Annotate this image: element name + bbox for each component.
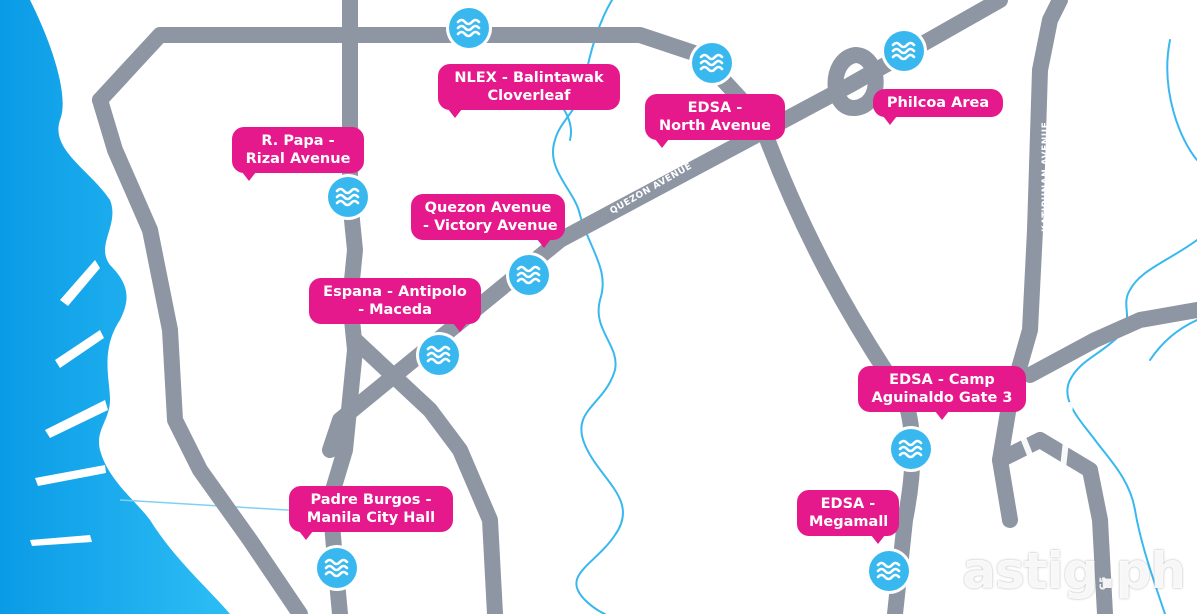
callout-line: Espana - Antipolo	[323, 284, 467, 300]
river	[1166, 39, 1197, 161]
callout-line: Philcoa Area	[886, 95, 990, 111]
water-waves-icon[interactable]	[888, 426, 934, 472]
callout-line: Rizal Avenue	[245, 151, 351, 167]
location-callout-nlex-balintawak[interactable]: NLEX - Balintawak Cloverleaf	[438, 64, 620, 118]
callout-line: - Victory Avenue	[423, 218, 558, 234]
callout-line: - Maceda	[358, 302, 432, 318]
pier	[55, 330, 104, 368]
callout-line: Megamall	[809, 514, 889, 530]
water-waves-icon[interactable]	[446, 5, 492, 51]
watermark-text: astig.ph	[962, 542, 1186, 600]
callout-line: NLEX - Balintawak	[454, 70, 604, 86]
callout-line: EDSA -	[687, 100, 743, 116]
callout-line: North Avenue	[658, 118, 772, 134]
callout-line: R. Papa -	[261, 133, 335, 149]
water-waves-icon[interactable]	[506, 252, 552, 298]
katipunan-avenue-label: KATIPUNAN AVENUE	[1041, 122, 1051, 232]
astig-hand-logo	[1015, 402, 1084, 544]
callout-line: Quezon Avenue	[424, 200, 552, 216]
location-callout-philcoa-area[interactable]: Philcoa Area	[873, 89, 1003, 125]
pier	[45, 400, 108, 438]
water-waves-icon[interactable]	[689, 40, 735, 86]
pier	[30, 535, 92, 546]
callout-line: EDSA - Camp	[889, 372, 995, 388]
river	[1066, 239, 1197, 614]
callout-line: Manila City Hall	[306, 510, 436, 526]
pier	[35, 465, 106, 486]
water-waves-icon[interactable]	[416, 332, 462, 378]
location-callout-edsa-megamall[interactable]: EDSA - Megamall	[797, 490, 899, 544]
water-waves-icon[interactable]	[881, 28, 927, 74]
road-c5-branch	[1022, 302, 1197, 383]
quezon-avenue-label: QUEZON AVENUE	[609, 161, 694, 216]
location-callout-quezon-victory[interactable]: Quezon Avenue - Victory Avenue	[411, 194, 565, 248]
callout-line: Cloverleaf	[487, 88, 571, 104]
callout-line: Padre Burgos -	[310, 492, 432, 508]
water-waves-icon[interactable]	[314, 545, 360, 591]
river	[1149, 319, 1197, 361]
water-waves-icon[interactable]	[866, 548, 912, 594]
pier	[60, 260, 100, 306]
location-callout-r-papa-rizal[interactable]: R. Papa - Rizal Avenue	[232, 127, 364, 181]
callout-line: EDSA -	[820, 496, 876, 512]
location-callout-espana-antipolo[interactable]: Espana - Antipolo - Maceda	[309, 278, 481, 332]
road-katipunan	[992, 0, 1068, 528]
location-callout-edsa-north-avenue[interactable]: EDSA - North Avenue	[645, 94, 785, 148]
c5-label: C5	[1099, 576, 1109, 590]
manila-bay-water	[0, 0, 230, 614]
location-callout-edsa-camp-aguinaldo[interactable]: EDSA - Camp Aguinaldo Gate 3	[858, 366, 1026, 420]
road-diagonal	[347, 332, 503, 614]
callout-line: Aguinaldo Gate 3	[871, 390, 1013, 406]
water-waves-icon[interactable]	[325, 174, 371, 220]
location-callout-padre-burgos[interactable]: Padre Burgos - Manila City Hall	[289, 486, 453, 540]
road-west	[92, 92, 308, 614]
road-philcoa-circle	[827, 47, 884, 116]
